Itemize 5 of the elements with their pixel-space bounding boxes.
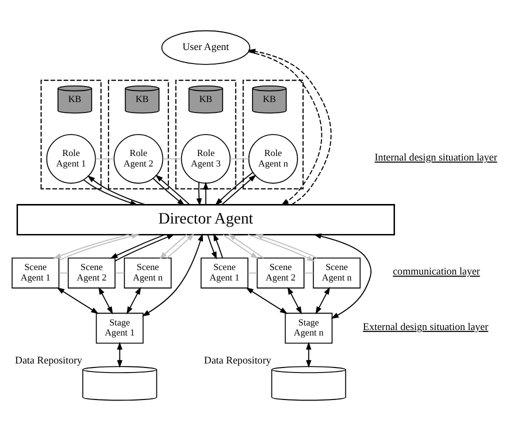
label: Internal design situation layer — [374, 152, 498, 164]
label: communication layer — [392, 266, 480, 278]
label: External design situation layer — [362, 321, 488, 332]
node-label: Data Repository — [15, 355, 82, 366]
node-label: Data Repository — [204, 355, 272, 366]
